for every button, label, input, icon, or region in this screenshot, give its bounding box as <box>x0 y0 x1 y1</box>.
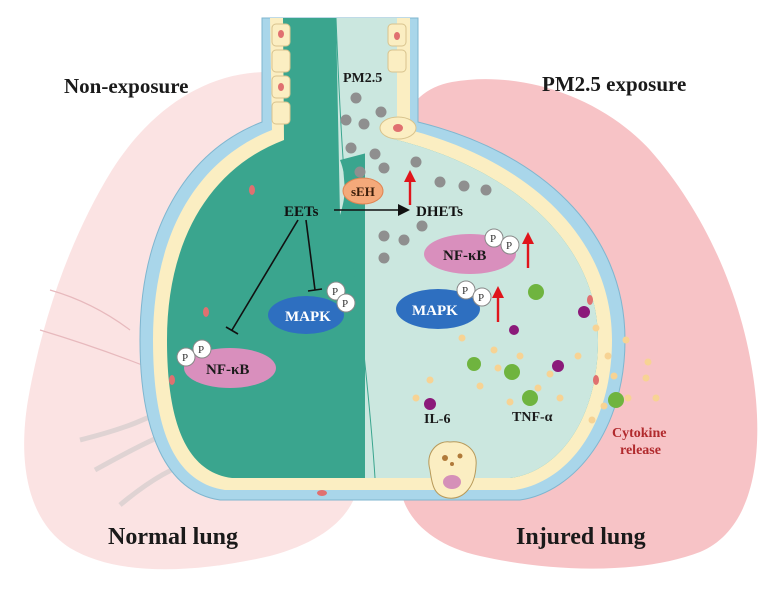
cytokine-label-line2: release <box>620 443 661 458</box>
neck-cells <box>271 23 407 125</box>
cytokine-dot <box>476 382 484 390</box>
phospho-text: P <box>478 292 484 304</box>
cytokine-dot <box>494 364 502 372</box>
il6-molecules <box>424 306 590 410</box>
il6-label: IL-6 <box>424 412 450 427</box>
non-exposure-heading: Non-exposure <box>64 74 189 98</box>
tnf-molecule <box>608 392 624 408</box>
phospho-text: P <box>462 285 468 297</box>
tnf-molecule <box>528 284 544 300</box>
cytokine-dot <box>588 416 596 424</box>
nfkb-normal-label: NF-κB <box>206 362 249 378</box>
normal-lung-heading: Normal lung <box>108 524 239 550</box>
pm25-particle <box>398 234 410 246</box>
tnf-molecules <box>467 284 624 408</box>
up-arrow-icon <box>404 170 534 322</box>
mapk-normal-label: MAPK <box>285 309 331 325</box>
inhibition-bar-icon <box>307 288 323 292</box>
cytokine-dot <box>642 374 650 382</box>
cytokine-dot <box>610 372 618 380</box>
il6-molecule <box>509 325 519 335</box>
pm25-particle <box>350 92 362 104</box>
pm25-particle <box>375 106 387 118</box>
pm25-particle <box>378 230 390 242</box>
inhibition-bar-icon <box>225 326 239 335</box>
cytokine-dot <box>534 384 542 392</box>
cytokine-dot <box>644 358 652 366</box>
pm25-particle <box>340 114 352 126</box>
cytokine-dot <box>546 370 554 378</box>
pathway-arrows <box>225 204 410 335</box>
il6-molecule <box>552 360 564 372</box>
pm-exposure-heading: PM2.5 exposure <box>542 72 687 96</box>
cytokine-dot <box>592 324 600 332</box>
phospho-text: P <box>332 286 338 298</box>
cytokine-dot <box>426 376 434 384</box>
pm25-particle <box>378 162 390 174</box>
phospho-text: P <box>198 344 204 356</box>
cytokine-dot <box>516 352 524 360</box>
tnfa-label: TNF-α <box>512 410 553 425</box>
type2-cell-nucleus <box>393 124 403 132</box>
injured-lung-heading: Injured lung <box>516 524 646 550</box>
cytokine-dot <box>458 334 466 342</box>
pm25-particle <box>458 180 470 192</box>
phospho-text: P <box>342 298 348 310</box>
phospho-groups <box>176 228 520 367</box>
macrophage <box>428 441 477 499</box>
tnf-molecule <box>504 364 520 380</box>
pm25-particles <box>340 92 492 264</box>
cytokine-dot <box>506 398 514 406</box>
cytokine-dot <box>622 336 630 344</box>
pm25-particle <box>378 252 390 264</box>
divider-curve <box>335 17 376 479</box>
injured-neck <box>336 18 397 215</box>
diagram-labels: PM2.5 sEH EETs DHETs NF-κB MAPK NF-κB MA… <box>182 71 666 458</box>
phospho-text: P <box>182 352 188 364</box>
pm25-particle <box>480 184 492 196</box>
il6-molecule <box>424 398 436 410</box>
cytokine-dot <box>490 346 498 354</box>
pm25-particle <box>416 220 428 232</box>
cytokine-label-line1: Cytokine <box>612 426 666 441</box>
cell-nuclei <box>169 30 599 496</box>
cytokine-dot <box>600 402 608 410</box>
pm25-particle <box>434 176 446 188</box>
cytokine-dot <box>412 394 420 402</box>
nfkb-normal <box>184 348 276 388</box>
pm25-particle <box>410 156 422 168</box>
eets-inhibit-nfkb <box>231 219 299 331</box>
cytokine-dot <box>556 394 564 402</box>
phospho-text: P <box>506 240 512 252</box>
seh-label: sEH <box>351 184 375 199</box>
eets-inhibit-mapk <box>305 219 316 291</box>
right-arrow-icon <box>398 204 410 216</box>
dhets-label: DHETs <box>416 204 463 220</box>
pm25-particle <box>369 148 381 160</box>
pm25-particle <box>345 142 357 154</box>
tnf-molecule <box>467 357 481 371</box>
seh-enzyme <box>342 177 384 205</box>
cytokine-dots <box>412 324 660 424</box>
mapk-injured <box>396 289 480 329</box>
phospho-text: P <box>490 233 496 245</box>
cytokine-dot <box>604 352 612 360</box>
pm25-particle <box>354 166 366 178</box>
mapk-normal <box>268 296 344 334</box>
pm25-particle <box>358 118 370 130</box>
eets-label: EETs <box>284 204 319 220</box>
mapk-injured-label: MAPK <box>412 303 458 319</box>
pm25-label: PM2.5 <box>343 71 382 86</box>
il6-molecule <box>578 306 590 318</box>
tnf-molecule <box>522 390 538 406</box>
cytokine-dot <box>652 394 660 402</box>
cytokine-dot <box>624 394 632 402</box>
nfkb-injured-label: NF-κB <box>443 248 486 264</box>
cytokine-dot <box>574 352 582 360</box>
